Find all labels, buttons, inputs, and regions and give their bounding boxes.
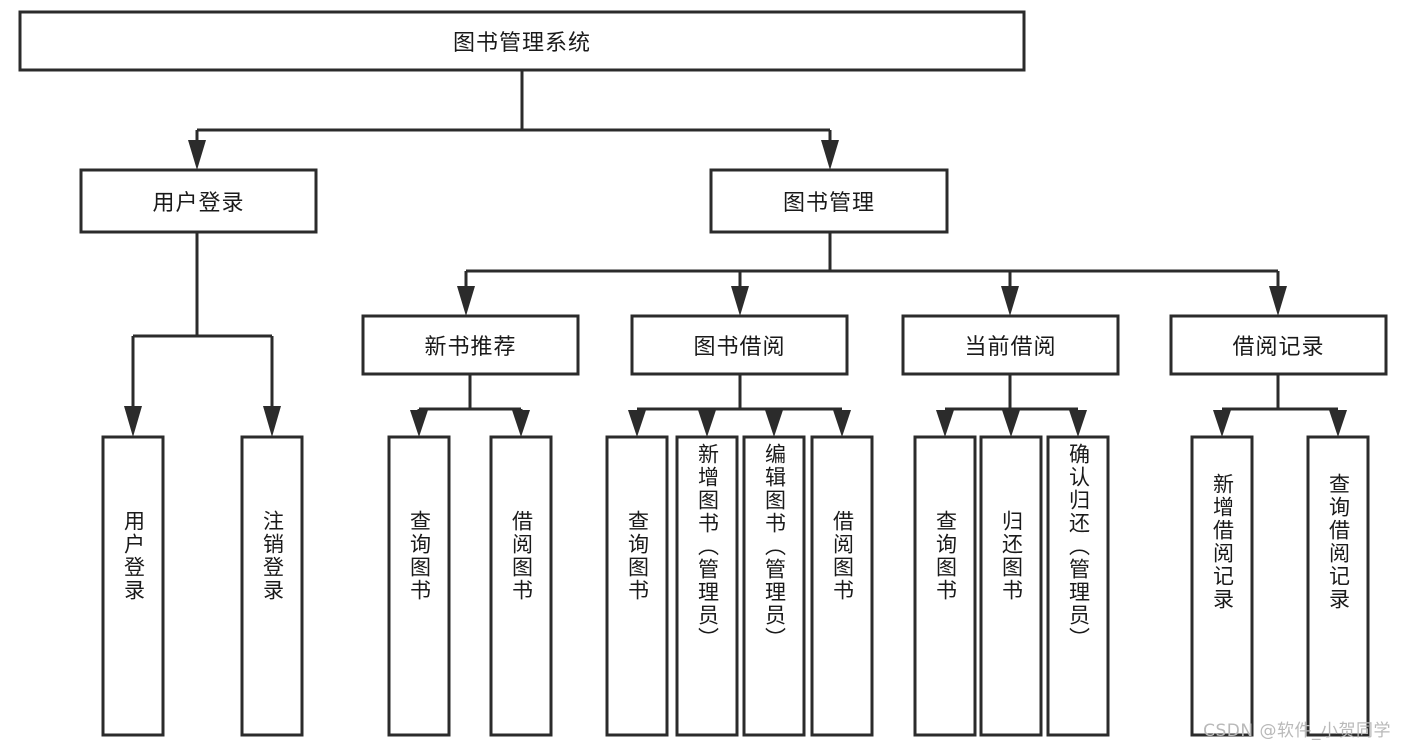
node-leaf-edit-book-box[interactable] xyxy=(742,435,806,737)
arrowhead-leaf-add-record xyxy=(1213,410,1231,437)
node-book-borrow-box[interactable] xyxy=(630,314,849,376)
node-leaf-confirm-return-box[interactable] xyxy=(1046,435,1110,737)
node-leaf-query-book-2-box[interactable] xyxy=(605,435,669,737)
nodes-layer xyxy=(18,10,1388,737)
arrowhead-leaf-user-login xyxy=(124,406,142,437)
arrowhead-leaf-query-book-3 xyxy=(936,410,954,437)
node-user-login-box[interactable] xyxy=(79,168,318,234)
arrowhead-leaf-query-book-1 xyxy=(410,410,428,437)
node-leaf-logout-box[interactable] xyxy=(240,435,304,737)
arrowhead-new-book-rec xyxy=(457,286,475,316)
connectors-layer xyxy=(124,70,1347,437)
arrowhead-leaf-borrow-book-2 xyxy=(833,410,851,437)
node-leaf-query-record-box[interactable] xyxy=(1306,435,1370,737)
node-leaf-add-book-box[interactable] xyxy=(675,435,739,737)
node-leaf-add-record-box[interactable] xyxy=(1190,435,1254,737)
node-leaf-return-book-box[interactable] xyxy=(979,435,1043,737)
arrowhead-leaf-query-record xyxy=(1329,410,1347,437)
arrowhead-leaf-logout xyxy=(263,406,281,437)
node-book-manage-box[interactable] xyxy=(709,168,949,234)
node-root-box[interactable] xyxy=(18,10,1026,72)
node-new-book-rec-box[interactable] xyxy=(361,314,580,376)
arrowhead-leaf-borrow-book-1 xyxy=(512,410,530,437)
arrowhead-leaf-add-book xyxy=(698,410,716,437)
arrowhead-book-borrow xyxy=(731,286,749,316)
node-leaf-user-login-box[interactable] xyxy=(101,435,165,737)
arrowhead-leaf-return-book xyxy=(1002,410,1020,437)
node-leaf-borrow-book-1-box[interactable] xyxy=(489,435,553,737)
arrowhead-user-login xyxy=(188,140,206,170)
arrowhead-book-manage xyxy=(821,140,839,170)
node-leaf-borrow-book-2-box[interactable] xyxy=(810,435,874,737)
node-leaf-query-book-1-box[interactable] xyxy=(387,435,451,737)
node-leaf-query-book-3-box[interactable] xyxy=(913,435,977,737)
arrowhead-current-borrow xyxy=(1001,286,1019,316)
watermark-text: CSDN @软件_小贺同学 xyxy=(1203,721,1391,741)
arrowhead-leaf-edit-book xyxy=(765,410,783,437)
arrowhead-borrow-record xyxy=(1269,286,1287,316)
node-current-borrow-box[interactable] xyxy=(901,314,1120,376)
arrowhead-leaf-confirm-return xyxy=(1069,410,1087,437)
node-borrow-record-box[interactable] xyxy=(1169,314,1388,376)
arrowhead-leaf-query-book-2 xyxy=(628,410,646,437)
